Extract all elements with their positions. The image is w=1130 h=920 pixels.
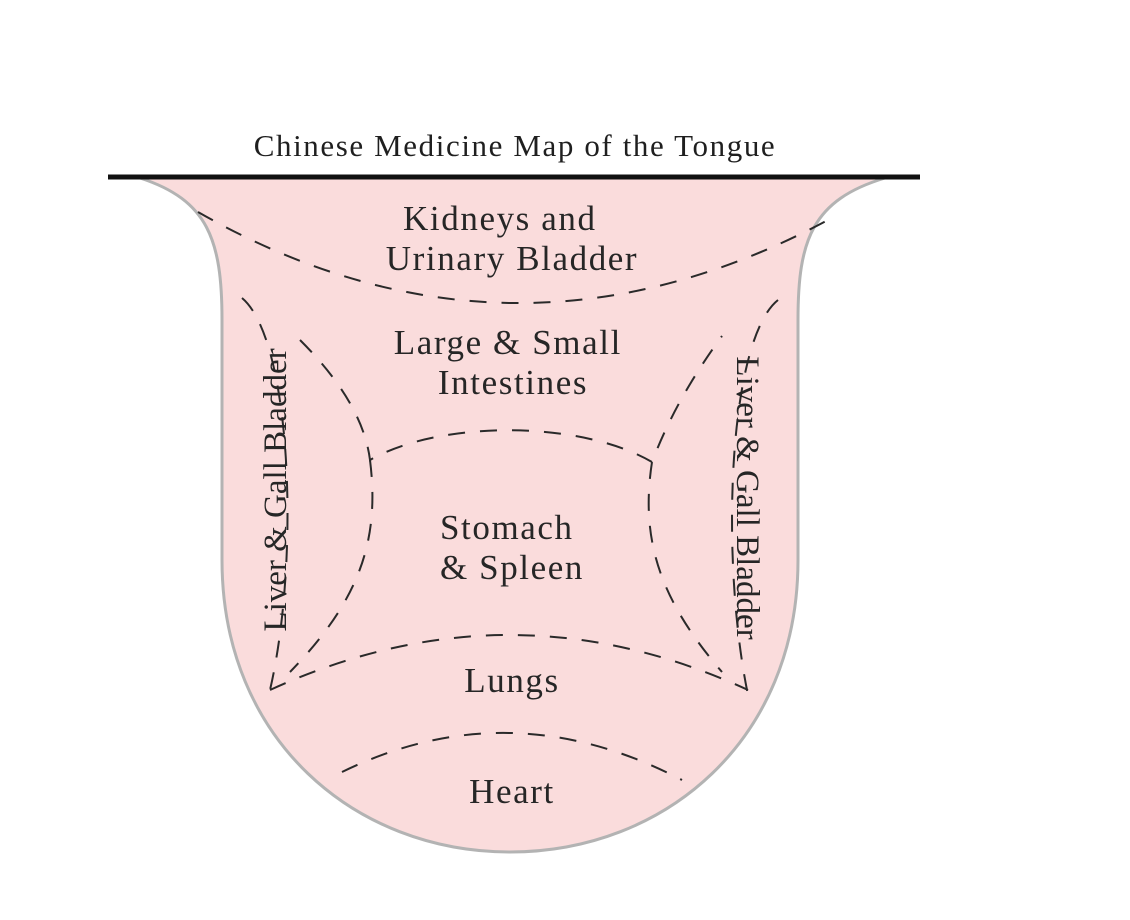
stomach-left-boundary-line [289,459,374,673]
kidneys-label: Kidneys and Urinary Bladder [386,199,638,278]
stomach-top-boundary-line [299,335,723,464]
stomach-label: Stomach & Spleen [440,508,584,587]
intestines-label-line2: Intestines [438,363,588,402]
kidneys-label-line2: Urinary Bladder [386,239,638,278]
stomach-label-line1: Stomach [440,508,574,547]
lungs-label: Lungs [464,661,560,700]
lungs-boundary-line [269,634,749,691]
diagram-title: Chinese Medicine Map of the Tongue [254,128,777,163]
liver-left-label: Liver & Gall Bladder [258,348,294,631]
intestines-label-line1: Large & Small [394,323,622,362]
kidneys-label-line1: Kidneys and [403,199,597,238]
heart-boundary-line [341,732,683,781]
kidney-boundary-line [197,211,829,305]
tongue-shape [139,176,886,854]
region-boundaries [197,211,829,781]
right-liver-boundary-line [731,299,779,696]
liver-right-label: Liver & Gall Bladder [729,356,765,639]
stomach-label-line2: & Spleen [440,548,584,587]
heart-label: Heart [469,772,555,811]
left-liver-boundary-line [241,297,289,691]
stomach-right-boundary-line [647,461,723,673]
intestines-label: Large & Small Intestines [394,323,633,402]
